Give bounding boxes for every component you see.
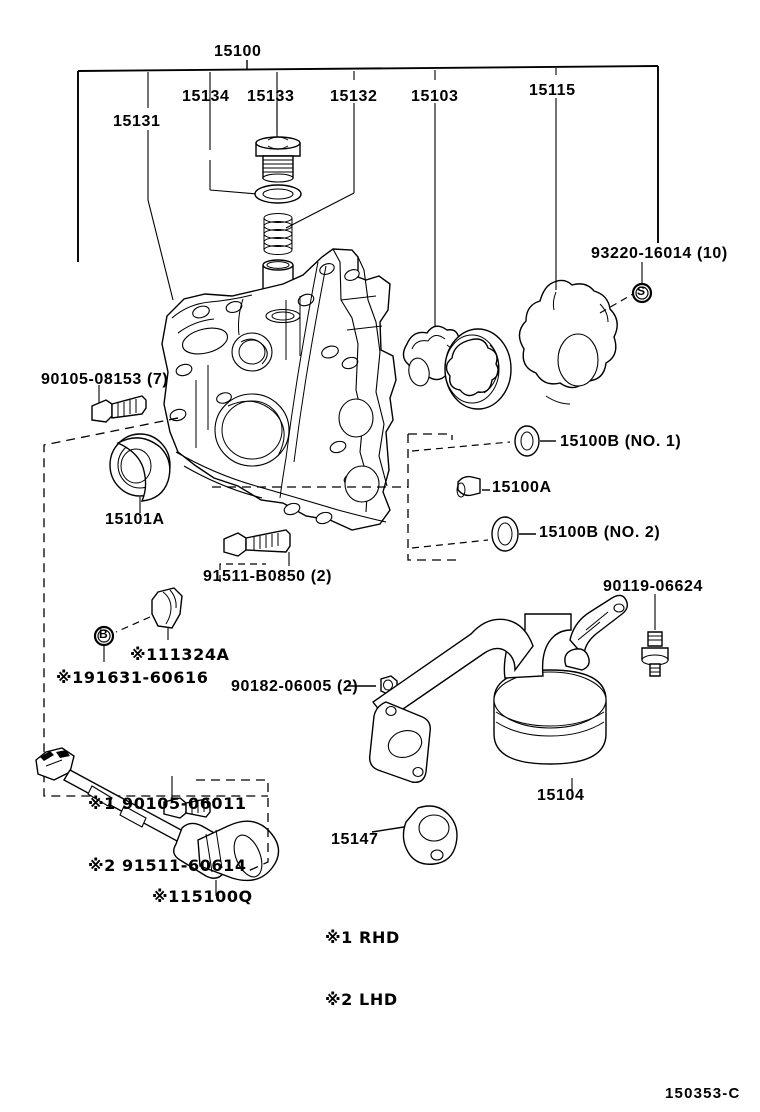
dashed-group-right [212,433,460,561]
hanger-bracket-111324A [103,587,183,662]
callout-15147: 15147 [331,831,379,848]
callout-15101A: 15101A [105,511,165,528]
relief-valve-stack [254,136,302,301]
o-ring-15100B-no2 [411,516,536,552]
callout-15134: 15134 [182,88,230,105]
callout-111324A: ※111324A [130,645,230,664]
callout-90105-06011-rhd: ※1 90105-06011 [88,793,247,813]
driven-rotor-15115 [444,328,512,410]
callout-15100B-no1: 15100B (NO. 1) [560,433,682,450]
callout-15104: 15104 [537,787,585,804]
part-leaders [147,98,557,330]
legend-line-rhd: ※1 RHD [325,927,400,947]
callout-90119-06624: 90119-06624 [603,578,704,595]
callout-115100Q: ※115100Q [152,887,253,906]
callout-93220-16014: 93220-16014 (10) [591,245,728,262]
callout-15103: 15103 [411,88,459,105]
callout-90182-06005: 90182-06005 (2) [231,678,359,695]
oil-pump-housing [161,248,397,531]
callout-15131: 15131 [113,113,161,130]
bolt-91511-B0850 [219,529,291,582]
legend-rhd-lhd: ※1 RHD ※2 LHD [325,886,400,1052]
callout-91511-60614-lhd: ※2 91511-60614 [88,855,247,875]
legend-line-lhd: ※2 LHD [325,989,398,1009]
o-ring-15100B-no1 [411,425,556,457]
oil-seal-15101A [109,433,171,513]
dowel-pin-15100A [456,475,490,498]
callout-15115: 15115 [529,82,576,99]
dashed-group-left [43,417,268,797]
callout-sensor-bolt-variants: ※1 90105-06011 ※2 91511-60614 [88,752,247,918]
callout-15100B-no2: 15100B (NO. 2) [539,524,661,541]
callout-90105-08153: 90105-08153 (7) [41,371,169,388]
callout-91511-B0850: 91511-B0850 (2) [203,568,333,585]
bracket-leaders [147,68,557,150]
marker-s-letter: S [637,284,646,298]
callout-15132: 15132 [330,88,378,105]
callout-15100A: 15100A [492,479,552,496]
assembly-bracket [77,60,659,262]
stud-bolt-90119-06624 [641,594,669,677]
marker-b-letter: B [99,627,109,641]
relief-spring [263,213,293,255]
oil-strainer-15104 [368,594,629,795]
bolt-90105-08153 [91,385,147,423]
callout-15133: 15133 [247,88,295,105]
callout-191631-60616: ※191631-60616 [56,668,209,687]
oil-level-sensor-115100Q [35,747,280,896]
sheet-code: 150353-C [665,1085,741,1102]
oil-pump-cover [518,262,643,405]
gasket-15147 [371,805,458,865]
callout-15100: 15100 [214,43,262,60]
